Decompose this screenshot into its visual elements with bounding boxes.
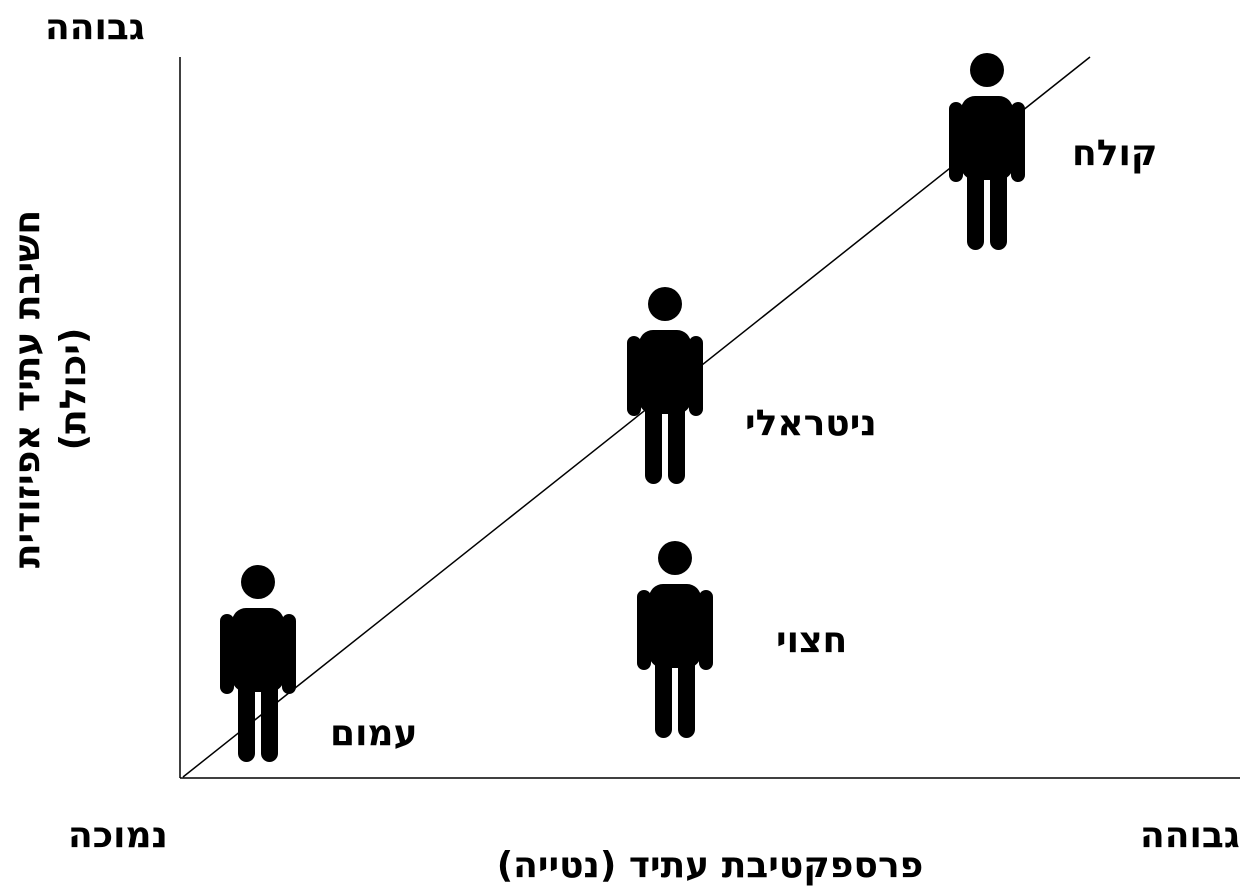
figure-label-vague: עמום xyxy=(330,713,418,754)
y-axis-title-line2: (יכולת) xyxy=(53,327,94,451)
y-axis-title: חשיבת עתיד אפיזודית (יכולת) xyxy=(5,210,97,568)
diagonal-line xyxy=(182,56,1091,778)
y-axis-high-label: גבוהה xyxy=(45,7,145,48)
person-icon xyxy=(220,565,296,762)
figure-label-flowing: קולח xyxy=(1072,133,1158,174)
y-axis-title-line1: חשיבת עתיד אפיזודית xyxy=(6,209,48,569)
figure-label-split: חצוי xyxy=(776,620,848,661)
person-icon xyxy=(627,287,703,484)
person-icon xyxy=(637,541,713,738)
x-axis-high-label: גבוהה xyxy=(1140,815,1240,856)
x-axis-low-label: נמוכה xyxy=(68,815,168,856)
x-axis-title: פרספקטיבת עתיד (נטייה) xyxy=(496,845,924,886)
person-icon xyxy=(949,53,1025,250)
figure-label-neutral: ניטראלי xyxy=(745,403,877,444)
